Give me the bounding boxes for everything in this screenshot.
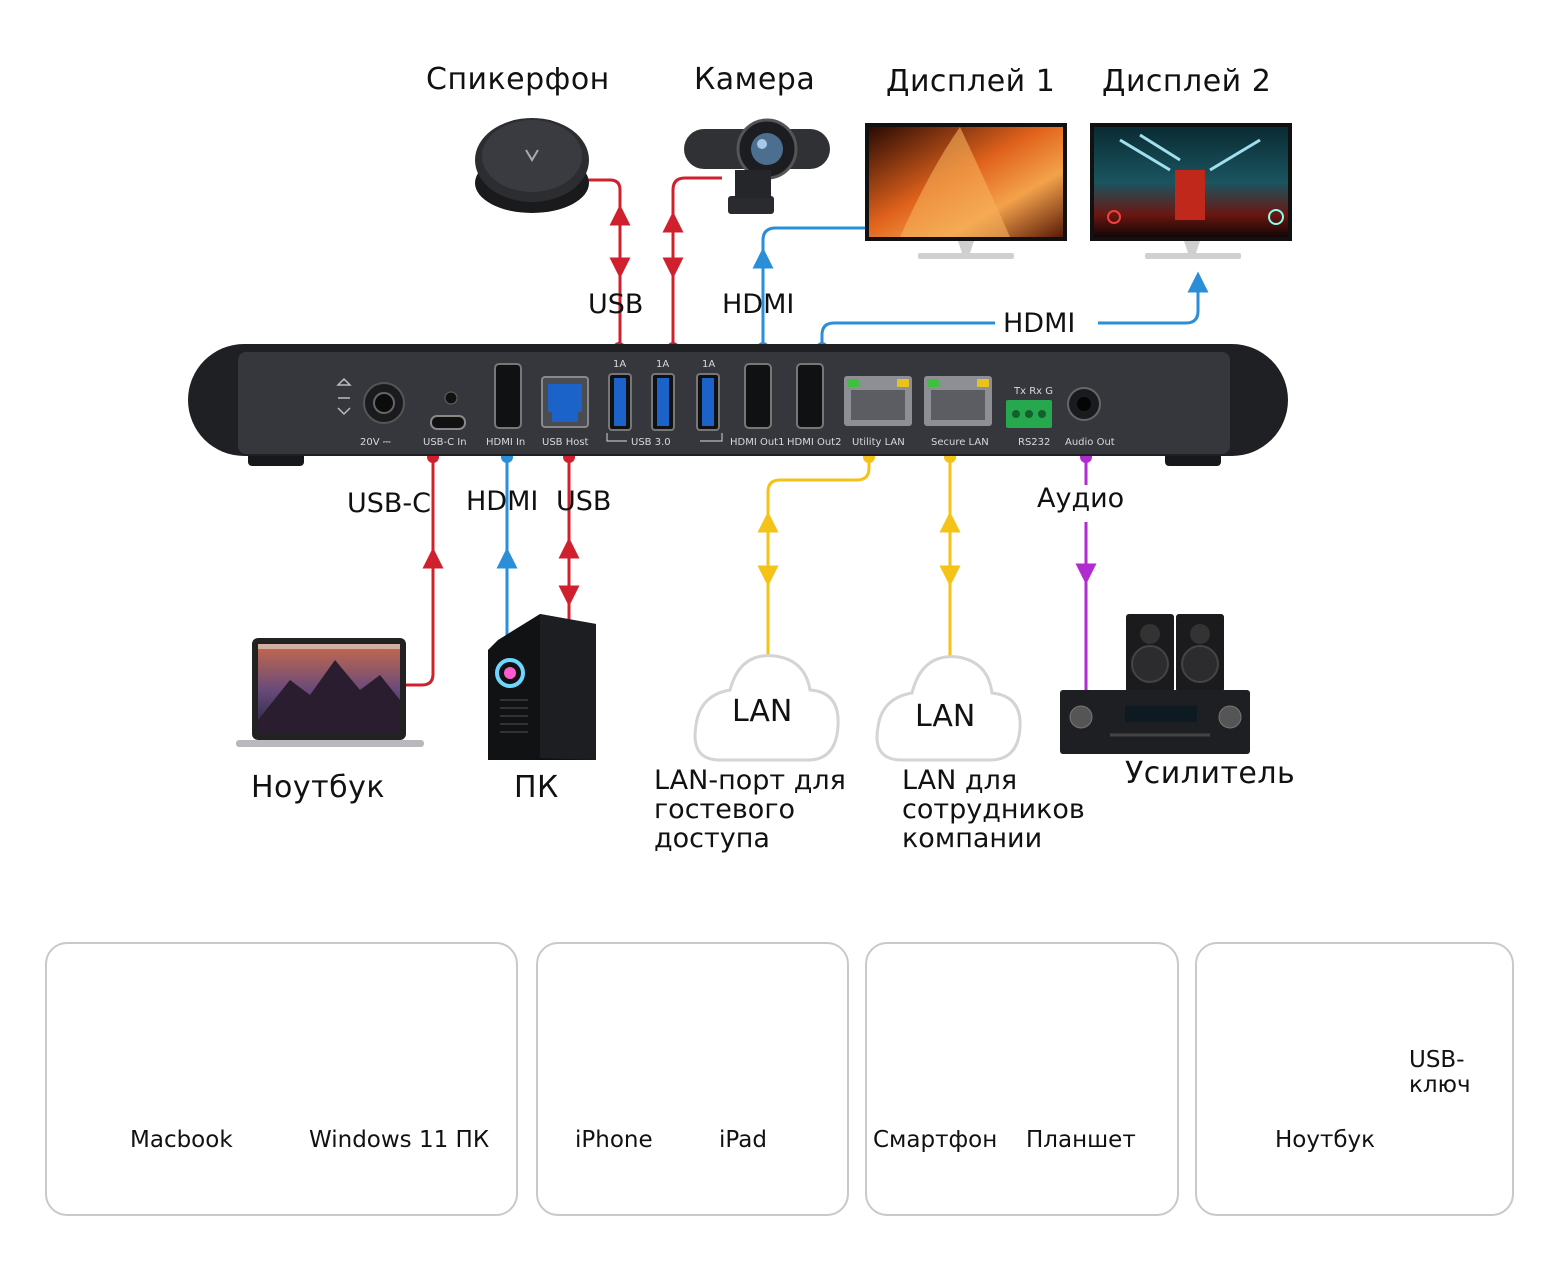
secure-lan-port (924, 376, 992, 426)
label-smartphone: Смартфон (873, 1127, 998, 1153)
lan-cloud-2 (875, 655, 1022, 762)
hdmi-in-port (494, 363, 522, 429)
label-secure-lan: Secure LAN (931, 437, 989, 448)
label-lan-cloud-2: LAN (915, 699, 976, 734)
label-iphone: iPhone (575, 1127, 653, 1153)
label-usb30: USB 3.0 (631, 437, 671, 448)
label-usbc-in: USB-C In (423, 437, 467, 448)
label-1a-3: 1A (702, 359, 715, 370)
link-display1-hdmi (761, 226, 866, 348)
label-camera: Камера (694, 62, 816, 97)
label-link-hdmi-top1: HDMI (722, 289, 795, 320)
hdmi-out2-port (796, 363, 824, 429)
hub-device: 20V ⎓ USB-C In HDMI In USB Host USB 3.0 … (188, 344, 1288, 466)
label-speakerphone: Спикерфон (426, 62, 610, 97)
label-link-usb-host: USB (556, 486, 612, 517)
lan-cloud-1 (693, 654, 840, 762)
label-lan2-caption: LAN для сотрудников компании (902, 765, 1085, 854)
label-windows-pc: Windows 11 ПК (309, 1127, 490, 1153)
panel-android-mobile: Смартфон Планшет (865, 942, 1179, 1216)
display1-image (865, 123, 1067, 259)
label-link-hdmi-top2: HDMI (1003, 308, 1076, 339)
label-power: 20V ⎓ (360, 437, 391, 448)
label-tablet: Планшет (1026, 1127, 1136, 1153)
label-pc: ПК (514, 770, 559, 805)
label-display2: Дисплей 2 (1102, 64, 1272, 99)
display2-image (1090, 123, 1292, 259)
link-laptop-usbc (405, 458, 435, 687)
power-port (336, 377, 405, 424)
laptop-image (236, 638, 424, 747)
label-hdmi-out1: HDMI Out1 (730, 437, 784, 448)
panel-usb-key: Ноутбук USB- ключ (1195, 942, 1514, 1216)
pc-tower-image (488, 614, 596, 760)
link-camera-usb (671, 176, 722, 348)
label-usb-host: USB Host (542, 437, 589, 448)
label-rs232: RS232 (1018, 437, 1050, 448)
hdmi-out1-port (744, 363, 772, 429)
rs232-port (1006, 400, 1052, 428)
link-display2-hdmi (820, 280, 1200, 348)
label-display1: Дисплей 1 (886, 64, 1056, 99)
usbc-in-port (430, 415, 466, 430)
amplifier-image (1060, 614, 1250, 754)
label-usb-key: USB- ключ (1409, 1047, 1471, 1098)
label-link-usb-top: USB (588, 289, 644, 320)
panel-computers: Macbook Windows 11 ПК (45, 942, 518, 1216)
label-lan-cloud-1: LAN (732, 694, 793, 729)
label-1a-2: 1A (656, 359, 669, 370)
link-utility-lan (766, 457, 871, 656)
label-laptop: Ноутбук (251, 770, 386, 805)
label-utility-lan: Utility LAN (852, 437, 905, 448)
speakerphone-image (475, 118, 589, 213)
label-macbook: Macbook (130, 1127, 233, 1153)
label-amplifier: Усилитель (1125, 756, 1296, 791)
link-speakerphone-usb (582, 178, 622, 348)
label-link-hdmi-in: HDMI (466, 486, 539, 517)
label-audio-out: Audio Out (1065, 437, 1115, 448)
label-hdmi-out2: HDMI Out2 (787, 437, 841, 448)
utility-lan-port (844, 376, 912, 426)
panel-apple-mobile: iPhone iPad (536, 942, 849, 1216)
label-link-usbc: USB-C (347, 488, 432, 519)
label-link-audio: Аудио (1037, 483, 1125, 514)
label-notebook: Ноутбук (1275, 1127, 1376, 1153)
label-hdmi-in: HDMI In (486, 437, 525, 448)
label-lan1-caption: LAN-порт для гостевого доступа (654, 765, 846, 854)
audio-out-port (1067, 387, 1101, 421)
label-rs232-pins: Tx Rx G (1013, 386, 1053, 397)
camera-image (684, 118, 830, 214)
label-1a-1: 1A (613, 359, 626, 370)
label-ipad: iPad (719, 1127, 767, 1153)
